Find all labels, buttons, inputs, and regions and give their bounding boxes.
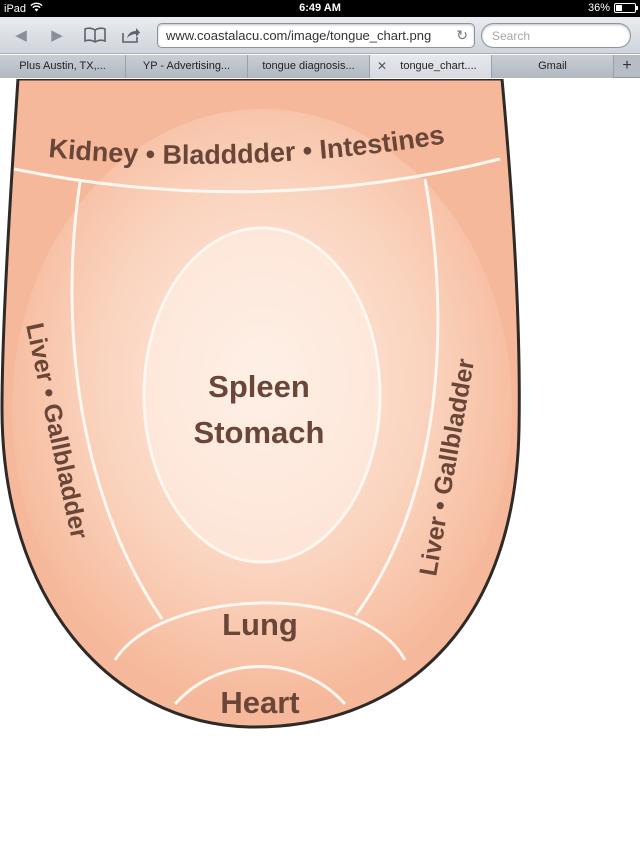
- battery-percent: 36%: [587, 2, 610, 14]
- status-bar: iPad 6:49 AM 36%: [0, 0, 640, 17]
- search-placeholder: Search: [492, 29, 531, 43]
- tab-label: tongue_chart....: [400, 60, 477, 72]
- share-icon: [122, 28, 140, 43]
- tab-label: Plus Austin, TX,...: [19, 60, 106, 72]
- tab-yp-advertising[interactable]: YP - Advertising...: [126, 55, 248, 78]
- lung-zone: [113, 601, 407, 661]
- bookmarks-button[interactable]: [82, 23, 108, 47]
- share-button[interactable]: [118, 23, 144, 47]
- tab-label: Gmail: [538, 60, 567, 72]
- tab-label: YP - Advertising...: [142, 60, 231, 72]
- close-tab-icon[interactable]: ✕: [377, 59, 388, 73]
- tongue-chart-image: Kidney • Bladddder • Intestines Liver • …: [0, 79, 521, 729]
- tab-tongue-diagnosis[interactable]: tongue diagnosis...: [248, 55, 370, 78]
- status-time: 6:49 AM: [299, 2, 341, 14]
- battery-fill: [616, 5, 622, 11]
- heart-label: Heart: [220, 685, 299, 720]
- lung-label: Lung: [222, 607, 298, 642]
- browser-toolbar: ◀ ▶ www.coastalacu.com/image/tongue_char…: [0, 17, 640, 54]
- liver-left-divider: [70, 181, 164, 620]
- tab-bar: Plus Austin, TX,... YP - Advertising... …: [0, 55, 640, 78]
- wifi-icon: [30, 2, 43, 15]
- search-input[interactable]: Search: [481, 23, 631, 48]
- battery-icon: [614, 3, 638, 13]
- tab-gmail[interactable]: Gmail: [492, 55, 614, 78]
- stomach-label: Stomach: [194, 415, 325, 450]
- forward-button[interactable]: ▶: [44, 23, 70, 47]
- device-name: iPad: [4, 2, 27, 15]
- heart-zone: [173, 665, 347, 706]
- spleen-stomach-zone: [142, 226, 382, 564]
- address-text: www.coastalacu.com/image/tongue_chart.pn…: [166, 28, 432, 43]
- kidney-zone-divider: [13, 157, 501, 194]
- tab-plus-austin[interactable]: Plus Austin, TX,...: [0, 55, 126, 78]
- back-button[interactable]: ◀: [8, 23, 34, 47]
- tab-tongue-chart[interactable]: ✕ tongue_chart....: [370, 55, 492, 78]
- back-arrow-icon: ◀: [15, 27, 27, 44]
- reload-icon[interactable]: ↻: [456, 27, 468, 43]
- plus-icon: +: [622, 57, 632, 74]
- liver-right-divider: [354, 178, 440, 616]
- status-left: iPad: [4, 2, 43, 15]
- tab-label: tongue diagnosis...: [262, 60, 355, 72]
- status-right: 36%: [587, 2, 638, 14]
- page-content: Kidney • Bladddder • Intestines Liver • …: [0, 79, 640, 853]
- new-tab-button[interactable]: +: [614, 55, 640, 78]
- book-icon: [84, 27, 106, 43]
- forward-arrow-icon: ▶: [51, 27, 63, 44]
- address-bar[interactable]: www.coastalacu.com/image/tongue_chart.pn…: [157, 23, 475, 48]
- spleen-label: Spleen: [208, 369, 310, 404]
